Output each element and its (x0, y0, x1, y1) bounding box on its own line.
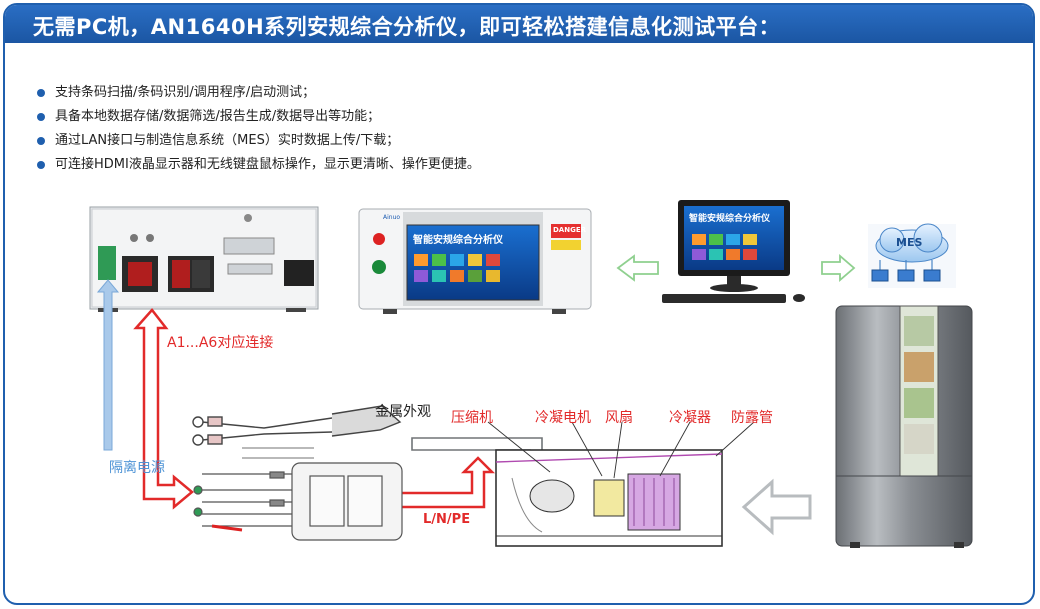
mes-cloud (868, 223, 956, 288)
mes-label: MES (896, 236, 923, 249)
keyboard (662, 294, 786, 303)
test-fixture-box (193, 462, 403, 541)
isolated-power-label: 隔离电源 (109, 460, 165, 476)
compressor-label: 压缩机 (451, 410, 493, 426)
output-terminal-a1 (128, 262, 152, 286)
feature-item: 支持条码扫描/条码识别/调用程序/启动测试； (33, 81, 480, 105)
instrument-brand: Ainuo (383, 214, 401, 221)
test-leads (192, 405, 402, 459)
bullet-icon (37, 113, 45, 121)
instrument-screen-title: 智能安规综合分析仪 (413, 235, 503, 246)
feature-list: 支持条码扫描/条码识别/调用程序/启动测试； 具备本地数据存储/数据筛选/报告生… (33, 81, 480, 177)
lnpe-label: L/N/PE (423, 512, 471, 527)
page-title: 无需PC机，AN1640H系列安规综合分析仪，即可轻松搭建信息化测试平台： (33, 15, 781, 39)
arrow-isolated-power (96, 279, 120, 451)
feature-item: 具备本地数据存储/数据筛选/报告生成/数据导出等功能； (33, 105, 480, 129)
system-diagram (89, 200, 973, 548)
metal-shell-label: 金属外观 (375, 404, 431, 420)
arrow-left-green (616, 254, 659, 282)
condenser-label: 冷凝器 (669, 410, 711, 426)
data-flow-arrows (616, 254, 856, 282)
arrow-a-connection (133, 308, 194, 510)
a-connection-label: A1...A6对应连接 (167, 335, 274, 351)
instrument-front (358, 208, 592, 314)
power-terminal-block (98, 246, 116, 280)
page-frame: 无需PC机，AN1640H系列安规综合分析仪，即可轻松搭建信息化测试平台： 支持… (3, 3, 1035, 605)
refrigerator (835, 305, 973, 548)
hdmi-monitor (662, 200, 805, 303)
fridge-schematic (495, 449, 723, 547)
header-bar: 无需PC机，AN1640H系列安规综合分析仪，即可轻松搭建信息化测试平台： (5, 5, 1033, 43)
instrument-rear-panel (89, 206, 319, 312)
bullet-icon (37, 161, 45, 169)
power-socket (284, 260, 314, 286)
condenser-motor-label: 冷凝电机 (535, 410, 591, 426)
arrow-left-gray (741, 478, 812, 536)
arrow-double-green (821, 254, 856, 282)
danger-label: DANGER (553, 226, 587, 234)
fan-label: 风扇 (605, 410, 633, 426)
dew-tube-label: 防露管 (731, 410, 773, 426)
feature-item: 可连接HDMI液晶显示器和无线键盘鼠标操作，显示更清晰、操作更便捷。 (33, 153, 480, 177)
monitor-screen-title: 智能安规综合分析仪 (689, 214, 771, 224)
bullet-icon (37, 89, 45, 97)
feature-item: 通过LAN接口与制造信息系统（MES）实时数据上传/下载； (33, 129, 480, 153)
mouse (793, 294, 805, 302)
bullet-icon (37, 137, 45, 145)
label-leaders (487, 421, 755, 479)
